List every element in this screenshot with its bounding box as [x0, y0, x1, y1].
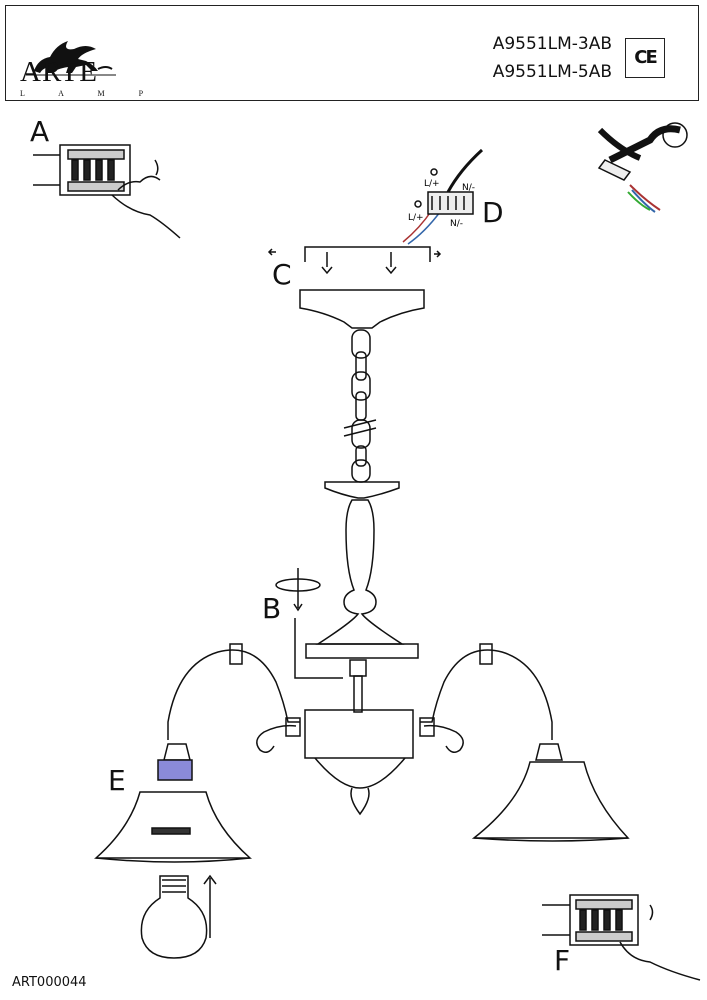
step-label-d: D: [482, 196, 504, 229]
wire-connection-detail-icon: [597, 122, 688, 213]
terminal-block-icon: [402, 148, 484, 245]
breaker-panel-off-icon: [33, 144, 181, 239]
mounting-bracket: [267, 246, 442, 275]
step-label-b: B: [262, 592, 282, 625]
breaker-panel-on-icon: [542, 894, 701, 981]
ce-mark: CE: [625, 38, 665, 78]
brand-name: ARTE: [20, 56, 98, 88]
step-label-c: C: [272, 258, 292, 291]
arm-right: [420, 649, 553, 740]
shade-left: [94, 791, 252, 859]
model-number-1: A9551LM-3AB: [492, 34, 612, 54]
wire-label-live-lower: L/+: [408, 213, 424, 223]
step-label-f: F: [554, 944, 571, 977]
article-code: ART000044: [12, 975, 87, 990]
shade-right: [471, 761, 630, 839]
lamp-body: [304, 709, 414, 759]
wire-label-neutral-upper: N/-: [462, 183, 475, 193]
step-label-a: A: [30, 115, 50, 148]
model-number-2: A9551LM-5AB: [492, 62, 612, 82]
canopy: [299, 289, 425, 329]
step-label-e: E: [108, 764, 126, 797]
bulb-icon: [140, 875, 208, 959]
chain: [343, 329, 377, 483]
header-frame: ARTE L A M P A9551LM-3AB A9551LM-5AB CE: [5, 5, 699, 101]
winged-lion-icon: [26, 41, 116, 76]
wire-label-neutral-lower: N/-: [450, 219, 463, 229]
stem: [324, 481, 400, 499]
arm-left: [167, 649, 300, 740]
wire-label-live-upper: L/+: [424, 179, 440, 189]
brand-subtitle: L A M P: [20, 89, 160, 98]
